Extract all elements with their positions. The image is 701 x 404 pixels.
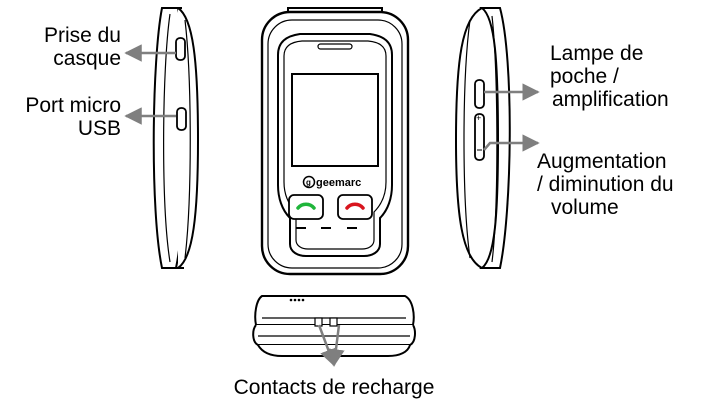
- volume-label-line3: volume: [551, 196, 619, 219]
- volume-label: Augmentation / diminution du volume: [537, 150, 674, 219]
- charging-contact-right: [329, 317, 338, 327]
- bottom-view: [252, 295, 416, 357]
- earpiece: [317, 43, 353, 50]
- usb-label-line2: USB: [77, 117, 121, 140]
- volume-arrow: [483, 134, 540, 152]
- charging-label-text: Contacts de recharge: [233, 376, 435, 399]
- headphone-label-line2: casque: [53, 47, 121, 70]
- flashlight-button: [474, 79, 485, 109]
- usb-label: Port micro USB: [25, 94, 121, 140]
- red-handset-icon: [345, 202, 365, 210]
- usb-port: [176, 107, 187, 131]
- usb-label-line1: Port micro: [25, 94, 121, 117]
- flashlight-label-line1: Lampe de: [550, 42, 644, 65]
- volume-buttons: [474, 113, 485, 161]
- volume-label-line2: / diminution du: [537, 173, 674, 196]
- charging-arrow-right: [327, 324, 345, 367]
- flashlight-label-line3: amplification: [552, 88, 669, 111]
- flashlight-label: Lampe de poche / amplification: [546, 42, 669, 111]
- callout-arrows: [124, 44, 540, 367]
- headphone-jack: [175, 37, 186, 61]
- left-side-view: [152, 7, 200, 269]
- brand-name: geemarc: [316, 177, 361, 189]
- volume-label-line1: Augmentation: [537, 150, 667, 173]
- charging-label: Contacts de recharge: [0, 376, 668, 399]
- charging-contact-left: [314, 317, 323, 327]
- end-call-button: [337, 194, 373, 220]
- flashlight-label-line2: poche /: [550, 65, 619, 88]
- front-view: g geemarc: [260, 7, 410, 276]
- green-handset-icon: [296, 202, 316, 210]
- svg-text:+: +: [476, 113, 481, 123]
- svg-text:g: g: [306, 178, 311, 187]
- call-button: [288, 194, 324, 220]
- phone-screen: [291, 73, 379, 167]
- right-side-view: +: [454, 7, 511, 269]
- headphone-label-line1: Prise du: [43, 24, 121, 47]
- headphone-label: Prise du casque: [44, 24, 121, 70]
- brand-logo-mark: [302, 175, 316, 189]
